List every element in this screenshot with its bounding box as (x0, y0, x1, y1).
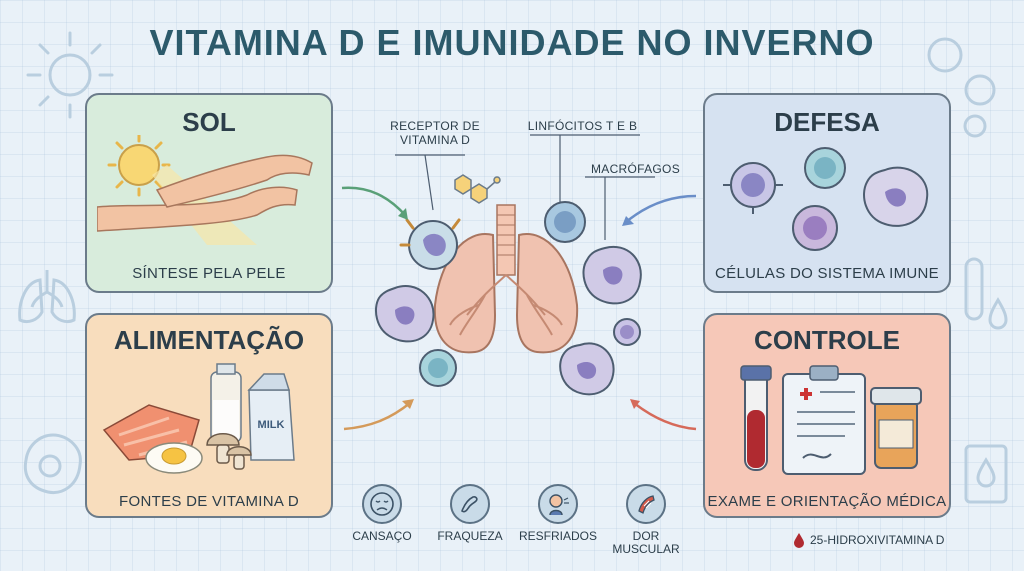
panel-defesa: DEFESA CÉLULAS DO SISTEMA IMUNE (703, 93, 951, 293)
macrophage-icon-left (375, 285, 435, 343)
document-drop-icon (964, 444, 1008, 504)
test-tube-drop-icon (964, 257, 1008, 330)
panel-controle-title: CONTROLE (754, 325, 900, 355)
blood-drop-icon (794, 533, 804, 548)
blood-tube-icon (740, 365, 772, 471)
macrophage-icon-bottom (559, 342, 615, 396)
sun-arm-illustration (97, 135, 313, 245)
molecule-icon (454, 174, 501, 204)
page-title: VITAMINA D E IMUNIDADE NO INVERNO (149, 22, 875, 63)
arrow-defesa-icon (622, 194, 697, 226)
footnote-text: 25-HIDROXIVITAMINA D (810, 533, 945, 547)
symptom-cansaco: CANSAÇO (337, 484, 427, 543)
panel-sol: SOL SÍNTESE PELA PELE (85, 93, 333, 293)
pill-bottle-icon (870, 387, 922, 469)
sneezing-person-icon (538, 484, 578, 524)
macrophage-icon (863, 166, 929, 227)
panel-sol-caption: SÍNTESE PELA PELE (132, 265, 286, 282)
label-receptor-text: RECEPTOR DE VITAMINA D (390, 119, 480, 147)
t-cell-icon (792, 205, 838, 251)
macrophage-icon (582, 245, 642, 305)
panel-defesa-title: DEFESA (774, 107, 880, 137)
symptom-resfriados-label: RESFRIADOS (518, 529, 597, 543)
mushroom-icon (206, 433, 252, 470)
symptom-resfriados: RESFRIADOS (513, 484, 603, 543)
receptor-cell-icon (723, 162, 783, 214)
symptom-cansaco-label: CANSAÇO (352, 529, 412, 543)
lymphocyte-icon (544, 201, 586, 243)
weak-arm-icon (450, 484, 490, 524)
medical-exam-illustration (740, 365, 922, 475)
symptom-fraqueza: FRAQUEZA (425, 484, 515, 543)
lymphocyte-icon (804, 147, 846, 189)
lungs-outline-icon (18, 270, 76, 324)
egg-icon (145, 442, 203, 474)
label-macrofagos: MACRÓFAGOS (590, 162, 680, 176)
small-cell-icon (419, 349, 457, 387)
footnote: 25-HIDROXIVITAMINA D (793, 532, 944, 548)
sun-outline-icon (26, 31, 114, 119)
food-illustration: MILK (102, 363, 295, 474)
symptom-dor-muscular: DOR MUSCULAR (601, 484, 691, 556)
small-cell-icon-right (613, 318, 641, 346)
symptom-dor-muscular-label: DOR MUSCULAR (612, 529, 680, 556)
sun-icon (107, 135, 171, 197)
lungs-illustration (375, 134, 655, 396)
receptor-cell-icon (399, 218, 461, 270)
milk-bottle-icon (210, 363, 242, 443)
panel-sol-title: SOL (182, 107, 236, 137)
panel-defesa-caption: CÉLULAS DO SISTEMA IMUNE (715, 265, 939, 282)
tired-face-icon (362, 484, 402, 524)
label-linfocitos: LINFÓCITOS T E B (527, 119, 638, 133)
immune-cells-illustration (723, 147, 929, 251)
muscle-pain-icon (626, 484, 666, 524)
panel-alimentacao: ALIMENTAÇÃO MILK FONTES DE VITAMINA D (85, 313, 333, 518)
arrow-sol-icon (341, 186, 408, 220)
arrow-controle-icon (630, 399, 697, 431)
lungs-icon (433, 233, 579, 354)
trachea-icon (496, 204, 516, 276)
milk-carton-icon: MILK (247, 373, 295, 461)
label-receptor: RECEPTOR DE VITAMINA D (385, 119, 485, 147)
panel-controle-caption: EXAME E ORIENTAÇÃO MÉDICA (707, 493, 947, 510)
arrow-alimentacao-icon (402, 399, 414, 409)
panel-alimentacao-title: ALIMENTAÇÃO (113, 325, 305, 355)
milk-label: MILK (258, 419, 285, 431)
panel-alimentacao-caption: FONTES DE VITAMINA D (119, 493, 299, 510)
cell-outline-icon (23, 433, 82, 495)
symptom-fraqueza-label: FRAQUEZA (437, 529, 503, 543)
panel-controle: CONTROLE EXAME E ORIENTAÇÃO MÉDICA (703, 313, 951, 518)
clipboard-icon (782, 365, 866, 475)
arrow-alimentacao-line (343, 402, 411, 431)
molecule-outline-icon (927, 37, 996, 138)
